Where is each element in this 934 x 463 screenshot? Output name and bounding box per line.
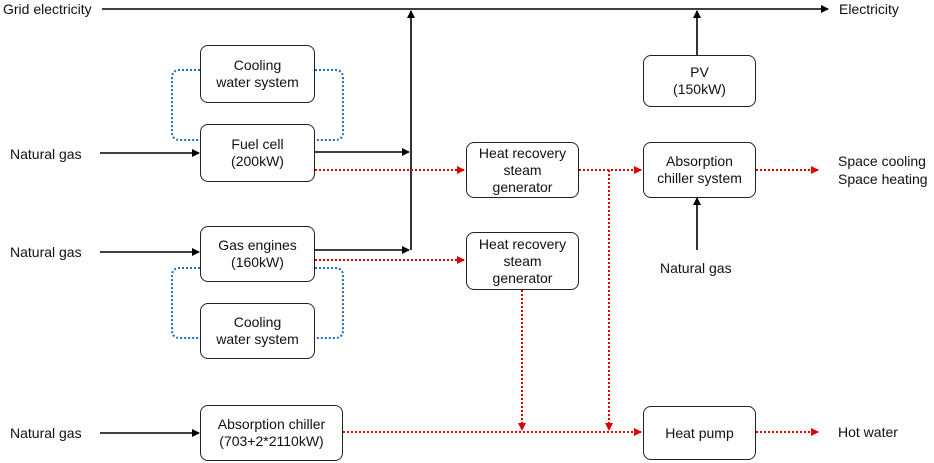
cooling-loop-bottom xyxy=(171,267,200,339)
natural-gas-label-4: Natural gas xyxy=(660,260,732,276)
grid-electricity-label: Grid electricity xyxy=(3,1,92,17)
natural-gas-label-1: Natural gas xyxy=(10,146,82,162)
cooling-water-system-top-box: Cooling water system xyxy=(200,45,315,103)
fuel-cell-box: Fuel cell (200kW) xyxy=(200,124,315,182)
gas-engines-label: Gas engines (160kW) xyxy=(218,237,297,270)
cooling-loop-top xyxy=(171,69,200,141)
absorption-chiller-system-box: Absorption chiller system xyxy=(643,142,756,198)
heat-recovery-bottom-box: Heat recovery steam generator xyxy=(466,232,579,290)
cooling-loop-top-right xyxy=(315,69,344,141)
hot-water-label: Hot water xyxy=(838,424,898,440)
cooling-water-system-bottom-box: Cooling water system xyxy=(200,303,315,359)
pv-box: PV (150kW) xyxy=(643,55,756,107)
heat-recovery-top-box: Heat recovery steam generator xyxy=(466,142,579,198)
gas-engines-box: Gas engines (160kW) xyxy=(200,226,315,282)
heat-pump-label: Heat pump xyxy=(665,424,734,441)
natural-gas-label-2: Natural gas xyxy=(10,244,82,260)
heat-recovery-top-label: Heat recovery steam generator xyxy=(478,144,567,195)
space-cooling-label: Space cooling xyxy=(838,153,926,169)
heat-pump-box: Heat pump xyxy=(643,406,756,460)
fuel-cell-label: Fuel cell (200kW) xyxy=(231,136,284,169)
cooling-water-system-bottom-label: Cooling water system xyxy=(216,314,299,347)
absorption-chiller-box: Absorption chiller (703+2*2110kW) xyxy=(200,405,343,461)
natural-gas-label-3: Natural gas xyxy=(10,425,82,441)
space-heating-label: Space heating xyxy=(838,171,928,187)
pv-label: PV (150kW) xyxy=(673,64,726,97)
absorption-chiller-system-label: Absorption chiller system xyxy=(657,153,742,186)
cooling-water-system-top-label: Cooling water system xyxy=(216,57,299,90)
cooling-loop-bottom-right xyxy=(315,267,344,339)
heat-recovery-bottom-label: Heat recovery steam generator xyxy=(478,235,567,286)
electricity-label: Electricity xyxy=(839,1,899,17)
absorption-chiller-label: Absorption chiller (703+2*2110kW) xyxy=(217,416,326,449)
